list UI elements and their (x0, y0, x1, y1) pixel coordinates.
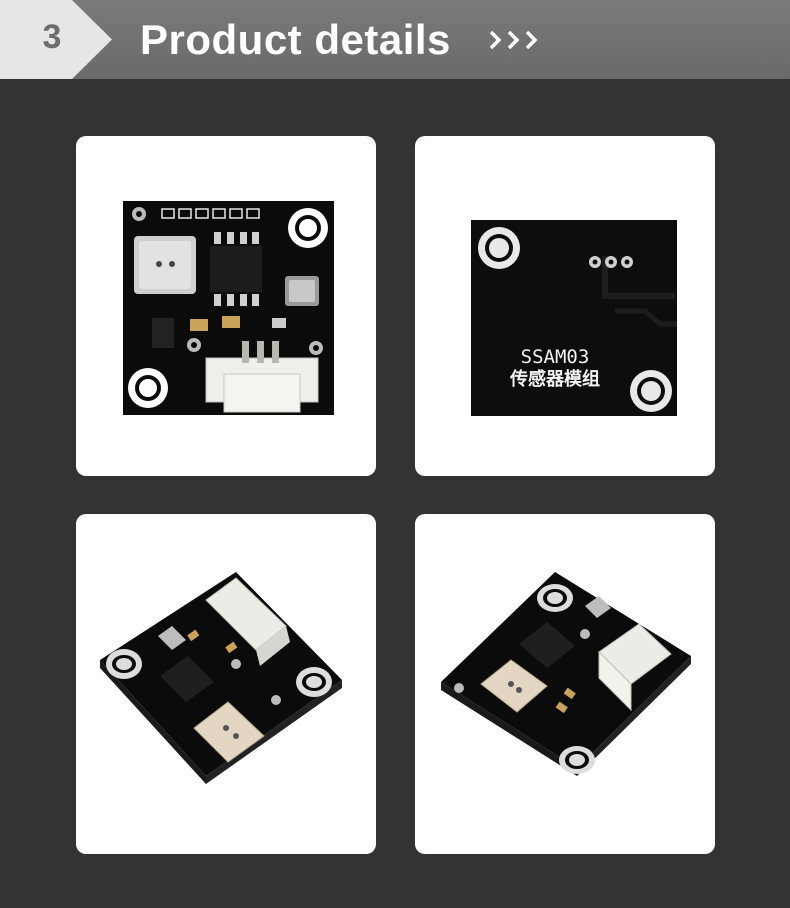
step-number: 3 (42, 18, 62, 56)
step-badge (0, 0, 112, 79)
chevron-triple-right-icon (489, 30, 538, 50)
silkscreen-model-text: SSAM03 (521, 346, 590, 368)
product-image-card-back: SSAM03 传感器模组 (415, 136, 715, 476)
page-title: Product details (140, 16, 451, 63)
product-image-card-angled-right (415, 514, 715, 854)
product-image-card-angled-left (76, 514, 376, 854)
pcb-angled-right-image (441, 572, 691, 776)
pcb-front-image (123, 201, 334, 415)
header-bar: 3 Product details (0, 0, 790, 79)
pcb-back-image: SSAM03 传感器模组 (471, 220, 677, 416)
product-image-card-front (76, 136, 376, 476)
pcb-angled-left-image (100, 572, 342, 784)
silkscreen-caption-text: 传感器模组 (509, 368, 600, 390)
